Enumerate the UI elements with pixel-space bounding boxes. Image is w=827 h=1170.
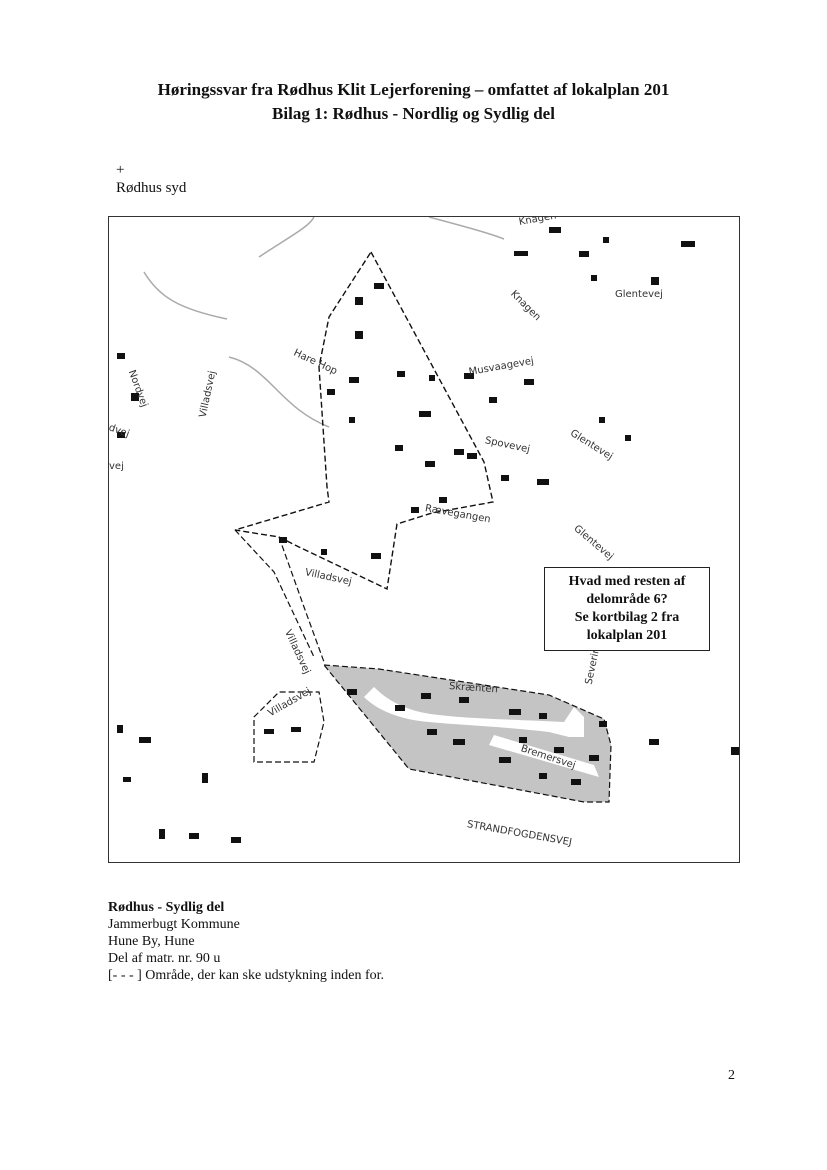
- plus-mark: +: [116, 162, 125, 178]
- terrain-line: [428, 217, 505, 240]
- map-drawing: [117, 217, 739, 843]
- footer-line-1: Jammerbugt Kommune: [108, 917, 240, 932]
- callout-line-4: lokalplan 201: [586, 628, 668, 643]
- terrain-line: [228, 356, 330, 428]
- section-label: Rødhus syd: [116, 180, 187, 196]
- callout-box: Hvad med resten af delområde 6? Se kortb…: [544, 567, 710, 651]
- street-label-vej: vej: [109, 461, 124, 472]
- south-area-road: [489, 735, 599, 777]
- document-title-line-1: Høringssvar fra Rødhus Klit Lejerforenin…: [157, 80, 670, 99]
- page-number: 2: [728, 1068, 735, 1083]
- west-box: [253, 691, 325, 763]
- north-boundary: [234, 250, 494, 591]
- south-area: [322, 664, 612, 803]
- street-label-glentevej-1: Glentevej: [615, 289, 663, 300]
- terrain-line: [143, 271, 228, 320]
- callout-line-2: delområde 6?: [586, 592, 668, 607]
- corridor-line: [234, 529, 315, 658]
- footer-line-4: [- - - ] Område, der kan ske udstykning …: [108, 968, 385, 983]
- footer-line-2: Hune By, Hune: [108, 934, 195, 949]
- callout-line-3: Se kortbilag 2 fra: [574, 610, 680, 625]
- map-figure: Knagen Knagen Glentevej Glentevej Glente…: [108, 216, 740, 863]
- footer-line-3: Del af matr. nr. 90 u: [108, 951, 221, 966]
- south-area-road: [364, 687, 584, 737]
- terrain-line: [258, 217, 315, 258]
- corridor-line: [278, 536, 325, 663]
- document-title-line-2: Bilag 1: Rødhus - Nordlig og Sydlig del: [272, 104, 555, 123]
- callout-line-1: Hvad med resten af: [568, 574, 686, 589]
- buildings: [117, 227, 739, 843]
- footer-heading: Rødhus - Sydlig del: [108, 900, 225, 915]
